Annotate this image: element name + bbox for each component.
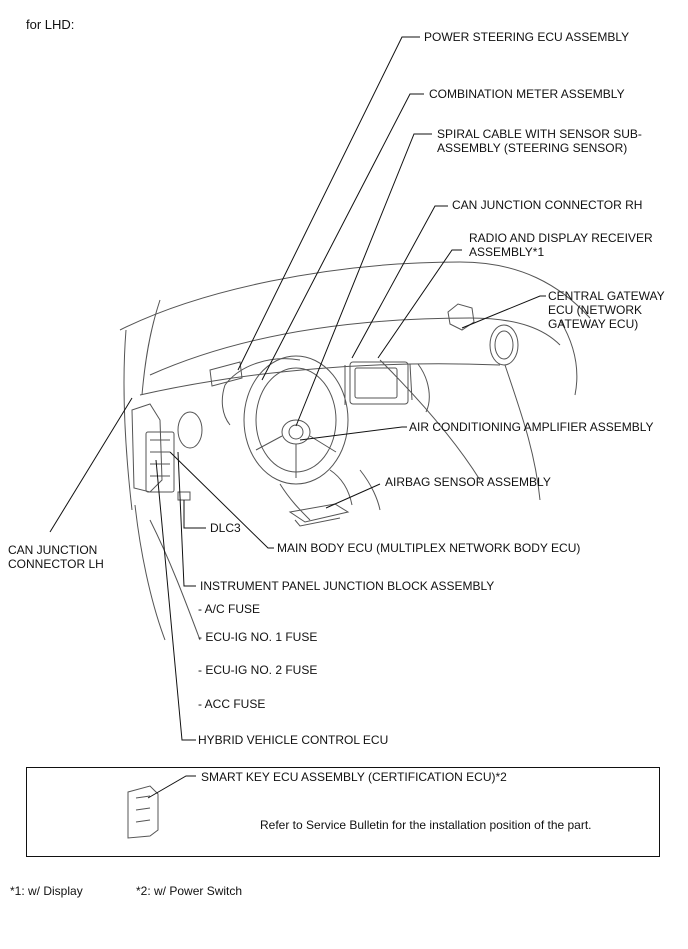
leader-main-body-ecu (169, 451, 274, 549)
leader-airbag-sensor (325, 483, 381, 509)
label-air-conditioning-amplifier: AIR CONDITIONING AMPLIFIER ASSEMBLY (409, 420, 654, 434)
junction-block-shape (131, 403, 163, 493)
leader-central-gateway (461, 295, 546, 329)
label-main-body-ecu: MAIN BODY ECU (MULTIPLEX NETWORK BODY EC… (277, 541, 581, 555)
label-acc-fuse: - ACC FUSE (198, 697, 266, 711)
leader-can-junction-rh (351, 205, 448, 359)
label-power-steering-ecu: POWER STEERING ECU ASSEMBLY (424, 30, 630, 44)
leader-hybrid-vehicle-ecu (155, 459, 196, 741)
label-central-gateway-line3: GATEWAY ECU) (548, 317, 639, 331)
label-radio-display-line1: RADIO AND DISPLAY RECEIVER (469, 231, 653, 245)
combination-meter-shape (221, 358, 301, 426)
leader-can-junction-lh (49, 397, 133, 533)
radio-display-shape (349, 361, 409, 405)
dashboard-upper-edge (149, 317, 561, 376)
footnote-2: *2: w/ Power Switch (136, 884, 243, 898)
label-ecu-ig1-fuse: - ECU-IG NO. 1 FUSE (198, 630, 318, 644)
label-airbag-sensor: AIRBAG SENSOR ASSEMBLY (385, 475, 551, 489)
leader-combination-meter (261, 93, 424, 381)
label-can-junction-rh: CAN JUNCTION CONNECTOR RH (452, 198, 643, 212)
label-smart-key-ecu: SMART KEY ECU ASSEMBLY (CERTIFICATION EC… (201, 770, 507, 784)
leader-spiral-cable (295, 133, 432, 427)
label-radio-display-line2: ASSEMBLY*1 (469, 245, 545, 259)
dashboard-lower-edge (139, 363, 501, 396)
label-dlc3: DLC3 (210, 521, 241, 535)
label-can-junction-lh-line1: CAN JUNCTION (8, 543, 98, 557)
steering-wheel-rim (243, 355, 349, 485)
leader-radio-display (377, 249, 462, 359)
label-spiral-cable-line2: ASSEMBLY (STEERING SENSOR) (437, 141, 628, 155)
label-service-bulletin-note: Refer to Service Bulletin for the instal… (260, 818, 592, 832)
leader-power-steering (237, 36, 420, 371)
dashboard-top-contour (119, 261, 591, 331)
airbag-sensor-shape (288, 503, 350, 523)
leader-dlc3 (183, 500, 206, 529)
label-ecu-ig2-fuse: - ECU-IG NO. 2 FUSE (198, 663, 318, 677)
smart-key-callout-box (26, 767, 660, 857)
label-ac-fuse: - A/C FUSE (198, 602, 261, 616)
label-spiral-cable-line1: SPIRAL CABLE WITH SENSOR SUB- (437, 127, 642, 141)
smart-key-ecu-shape (127, 785, 159, 839)
leader-instrument-panel-jb (177, 451, 196, 587)
label-can-junction-lh-line2: CONNECTOR LH (8, 557, 104, 571)
label-instrument-panel-junction-block: INSTRUMENT PANEL JUNCTION BLOCK ASSEMBLY (200, 579, 495, 593)
footnote-1: *1: w/ Display (10, 884, 83, 898)
label-hybrid-vehicle-ecu: HYBRID VEHICLE CONTROL ECU (198, 733, 389, 747)
central-gateway-shape (447, 303, 475, 331)
page-heading: for LHD: (26, 17, 75, 32)
leader-smart-key (147, 775, 196, 799)
label-combination-meter: COMBINATION METER ASSEMBLY (429, 87, 625, 101)
label-central-gateway-line2: ECU (NETWORK (548, 303, 642, 317)
label-central-gateway-line1: CENTRAL GATEWAY (548, 289, 665, 303)
leader-air-conditioning (299, 426, 407, 441)
